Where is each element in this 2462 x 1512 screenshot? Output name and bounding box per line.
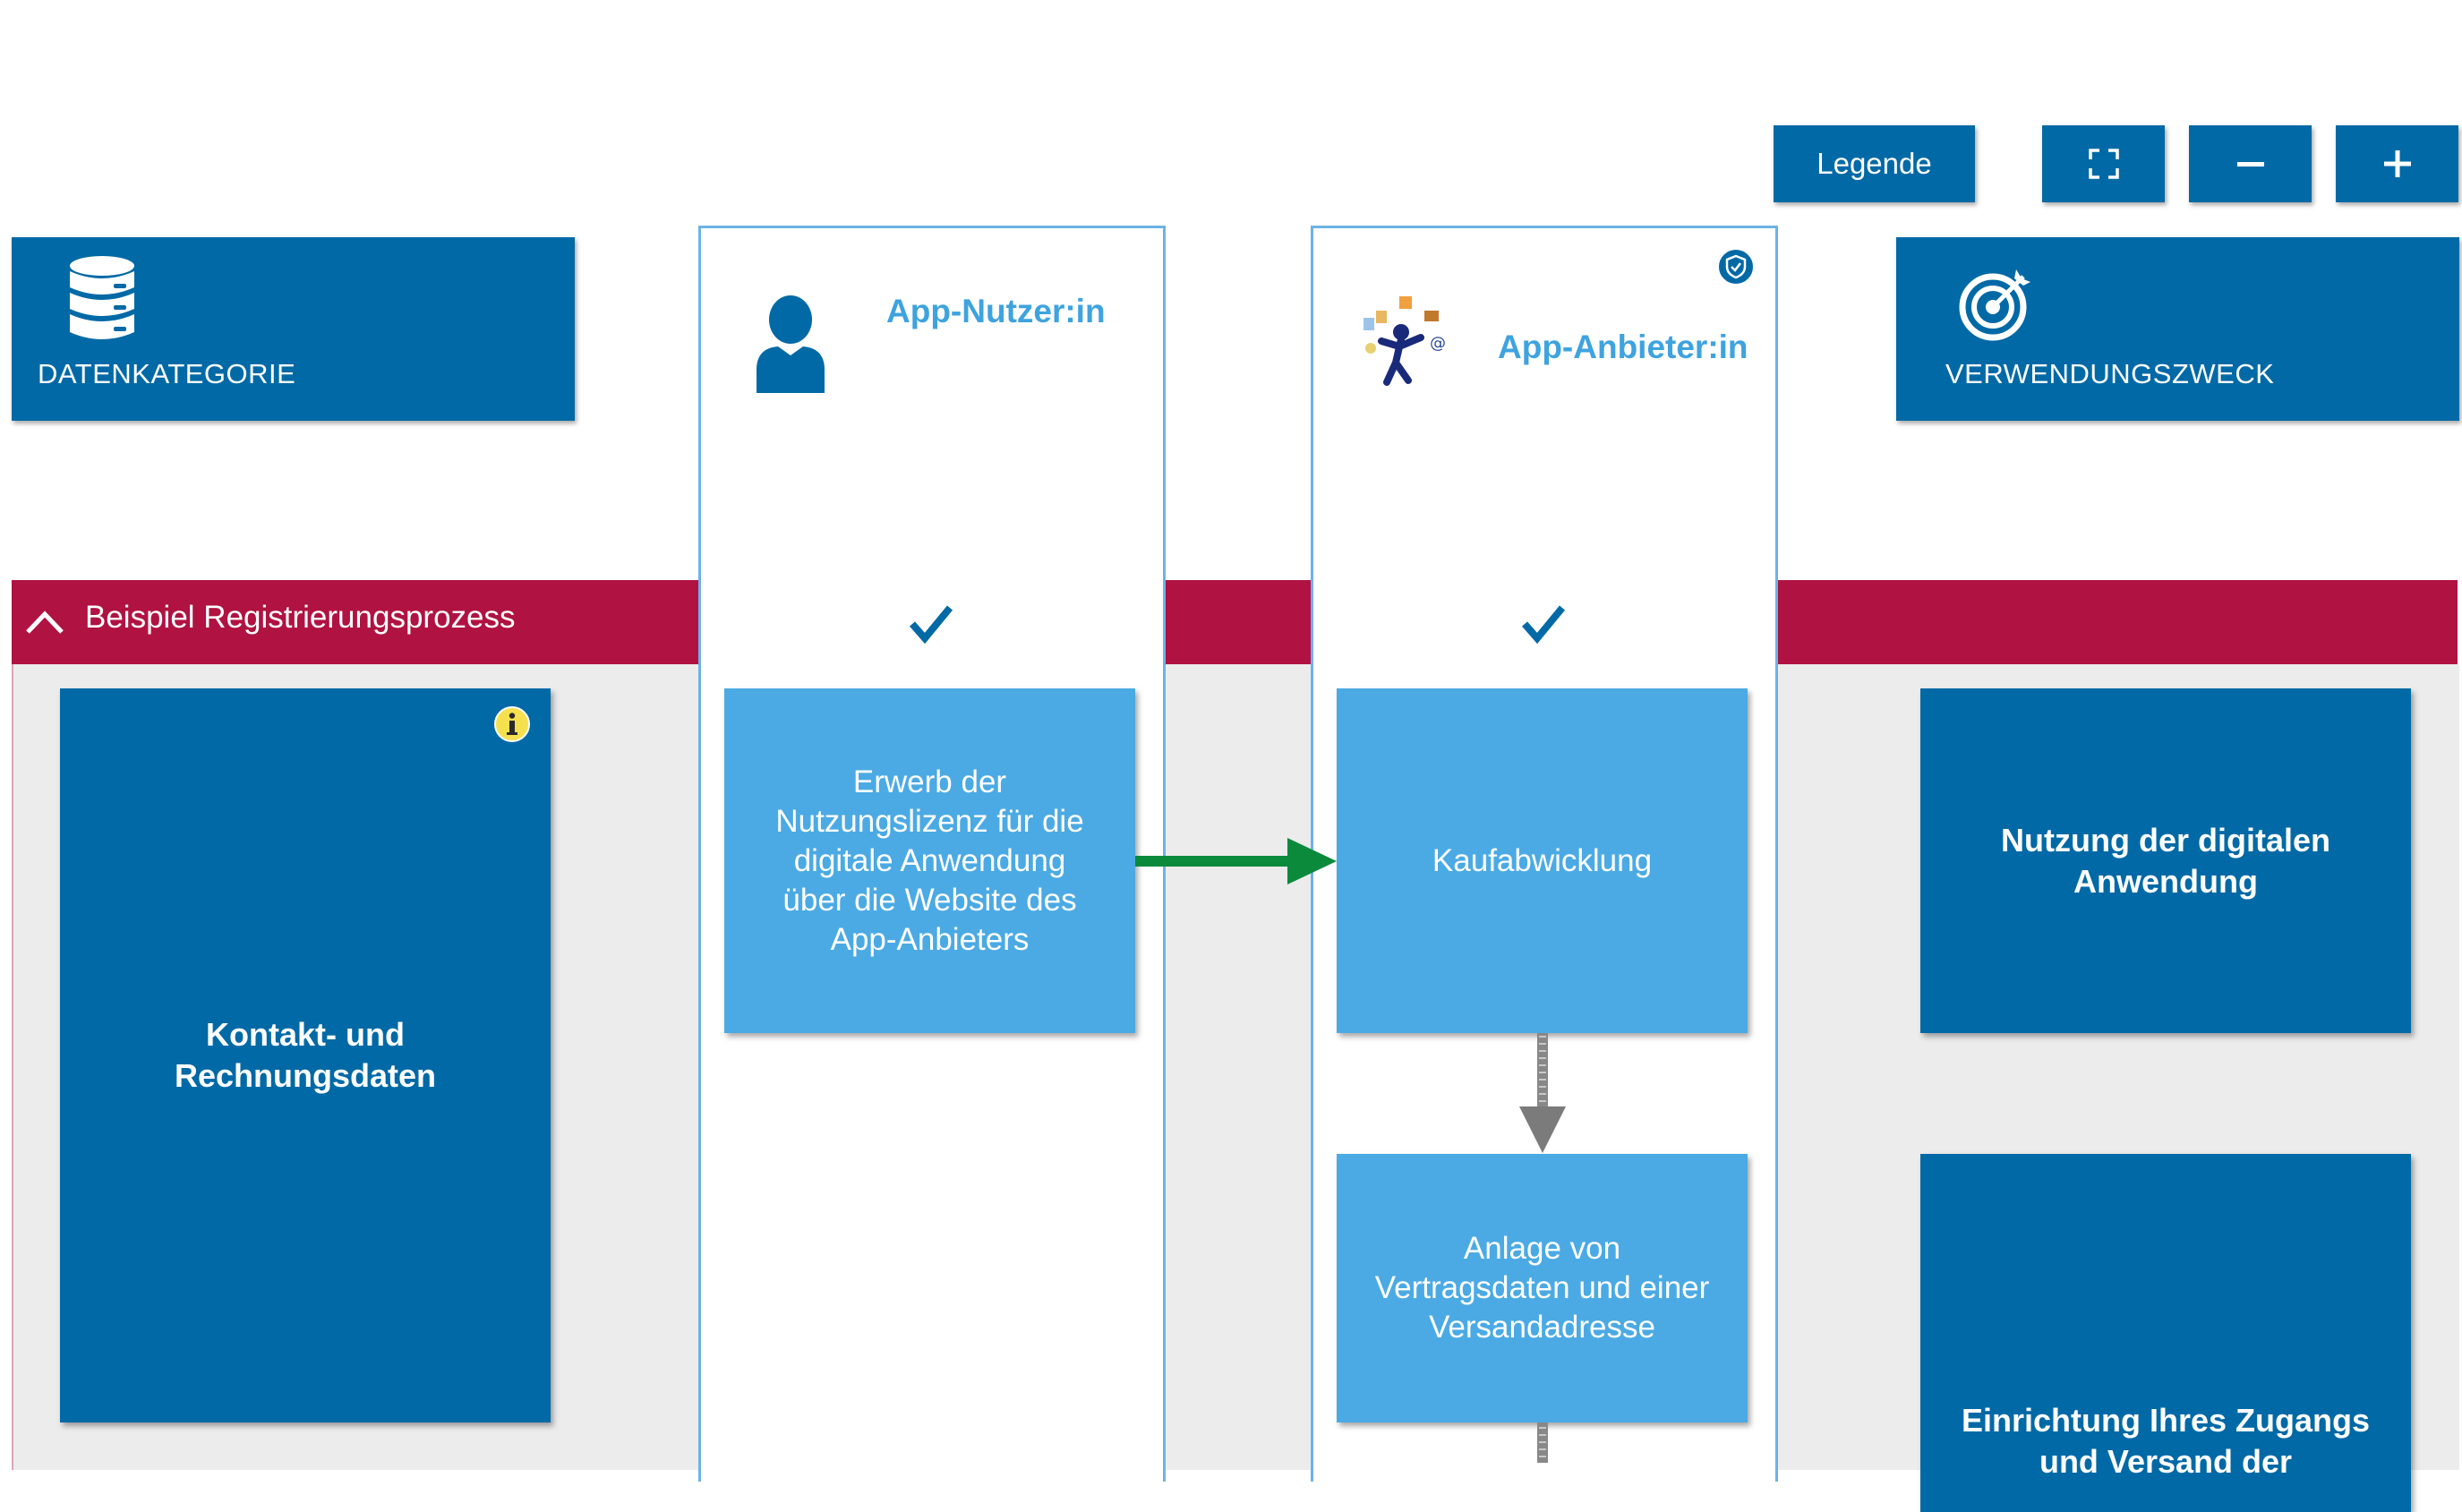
- section-header[interactable]: Beispiel Registrierungsprozess: [12, 580, 2458, 664]
- juggler-icon: @: [1364, 296, 1446, 386]
- data-category-header: DATENKATEGORIE: [12, 237, 575, 421]
- shield-icon[interactable]: [1716, 247, 1756, 286]
- legend-button[interactable]: Legende: [1774, 125, 1975, 202]
- process-step-card[interactable]: Kaufabwicklung: [1337, 688, 1748, 1033]
- info-icon[interactable]: [492, 705, 532, 744]
- chevron-up-icon[interactable]: [24, 607, 65, 636]
- lane-provider-title: App-Anbieter:in: [1498, 329, 1748, 365]
- lane-user-title: App-Nutzer:in: [886, 293, 1106, 329]
- process-step-card[interactable]: Anlage von Vertragsdaten und einer Versa…: [1337, 1154, 1748, 1422]
- purpose-card-label: Nutzung der digitalen Anwendung: [2001, 821, 2330, 900]
- plus-icon: [2383, 150, 2411, 177]
- data-category-label: DATENKATEGORIE: [38, 358, 296, 389]
- target-icon: [1959, 269, 2030, 341]
- database-icon: [70, 256, 134, 339]
- purpose-label: VERWENDUNGSZWECK: [1945, 358, 2275, 389]
- data-category-card[interactable]: Kontakt- und Rechnungsdaten: [60, 688, 551, 1422]
- process-step-label: Kaufabwicklung: [1432, 842, 1653, 878]
- purpose-card-label: Einrichtung Ihres Zugangs und Versand de…: [1961, 1402, 2371, 1480]
- process-step-card[interactable]: Erwerb der Nutzungslizenz für die digita…: [724, 688, 1135, 1033]
- zoom-in-button[interactable]: [2336, 125, 2458, 202]
- fullscreen-icon: [2088, 149, 2119, 179]
- data-category-card-label: Kontakt- und Rechnungsdaten: [174, 1016, 437, 1094]
- flow-arrow: [1135, 838, 1337, 884]
- checkmark-icon: [910, 605, 953, 644]
- flow-connector: [1537, 1422, 1548, 1463]
- user-icon: [757, 295, 825, 393]
- zoom-out-button[interactable]: [2189, 125, 2312, 202]
- process-step-label: Erwerb der Nutzungslizenz für die digita…: [775, 764, 1084, 957]
- checkmark-icon: [1522, 605, 1565, 644]
- process-step-label: Anlage von Vertragsdaten und einer Versa…: [1374, 1231, 1710, 1345]
- purpose-card[interactable]: Einrichtung Ihres Zugangs und Versand de…: [1920, 1154, 2411, 1512]
- minus-icon: [2236, 162, 2264, 167]
- fullscreen-button[interactable]: [2042, 125, 2165, 202]
- flow-arrow: [1519, 1033, 1566, 1153]
- purpose-card[interactable]: Nutzung der digitalen Anwendung: [1920, 688, 2411, 1033]
- svg-text:@: @: [1430, 334, 1446, 353]
- purpose-header: VERWENDUNGSZWECK: [1896, 237, 2459, 421]
- section-title: Beispiel Registrierungsprozess: [85, 600, 516, 635]
- legend-button-label: Legende: [1817, 147, 1932, 180]
